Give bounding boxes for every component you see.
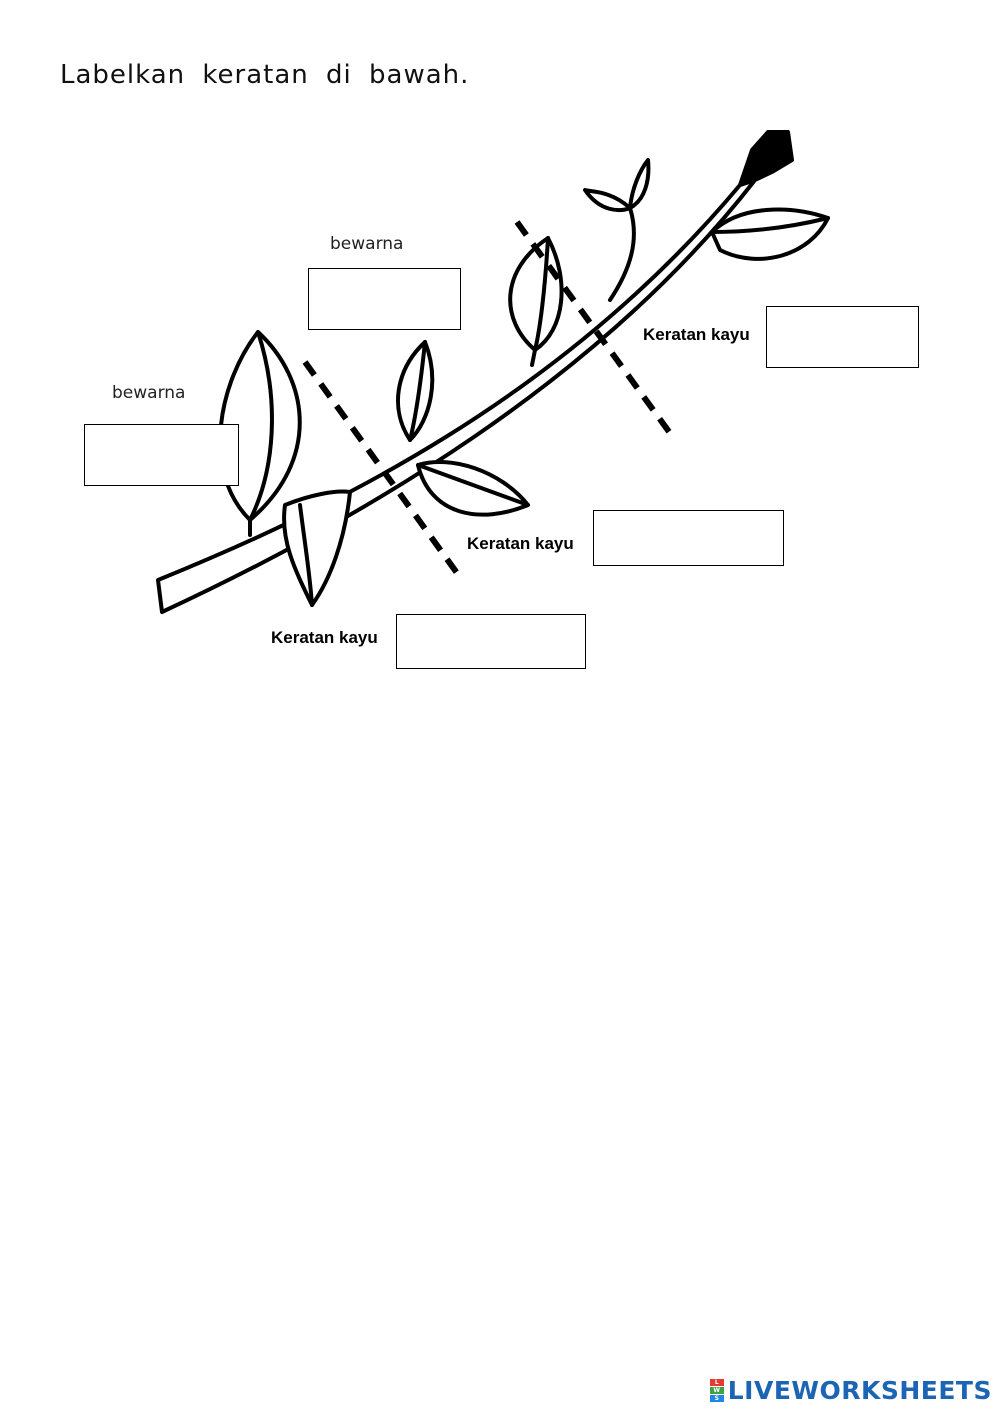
brand-name: LIVEWORKSHEETS	[727, 1376, 992, 1405]
answer-box-colored-top[interactable]	[308, 268, 461, 330]
liveworksheets-brand: L W S LIVEWORKSHEETS	[709, 1376, 992, 1405]
label-colored-top: bewarna	[330, 234, 404, 254]
label-cutting-bottom: Keratan kayu	[271, 628, 378, 647]
cut-line	[302, 360, 465, 582]
leaf	[508, 236, 564, 352]
plant-stem-diagram	[156, 130, 830, 614]
leaf	[710, 207, 830, 261]
label-cutting-right: Keratan kayu	[643, 325, 750, 344]
label-colored-left: bewarna	[112, 383, 186, 403]
answer-box-cutting-middle[interactable]	[593, 510, 784, 566]
answer-box-cutting-bottom[interactable]	[396, 614, 586, 669]
answer-box-cutting-right[interactable]	[766, 306, 919, 368]
instruction-heading: Labelkan keratan di bawah.	[60, 60, 470, 90]
leaf	[583, 188, 632, 212]
terminal-bud	[738, 130, 794, 187]
cut-line	[514, 220, 678, 442]
leaf	[628, 158, 651, 210]
leaf	[282, 489, 352, 607]
answer-box-colored-left[interactable]	[84, 424, 239, 486]
brand-logo-icon: L W S	[709, 1379, 724, 1402]
label-cutting-middle: Keratan kayu	[467, 534, 574, 553]
